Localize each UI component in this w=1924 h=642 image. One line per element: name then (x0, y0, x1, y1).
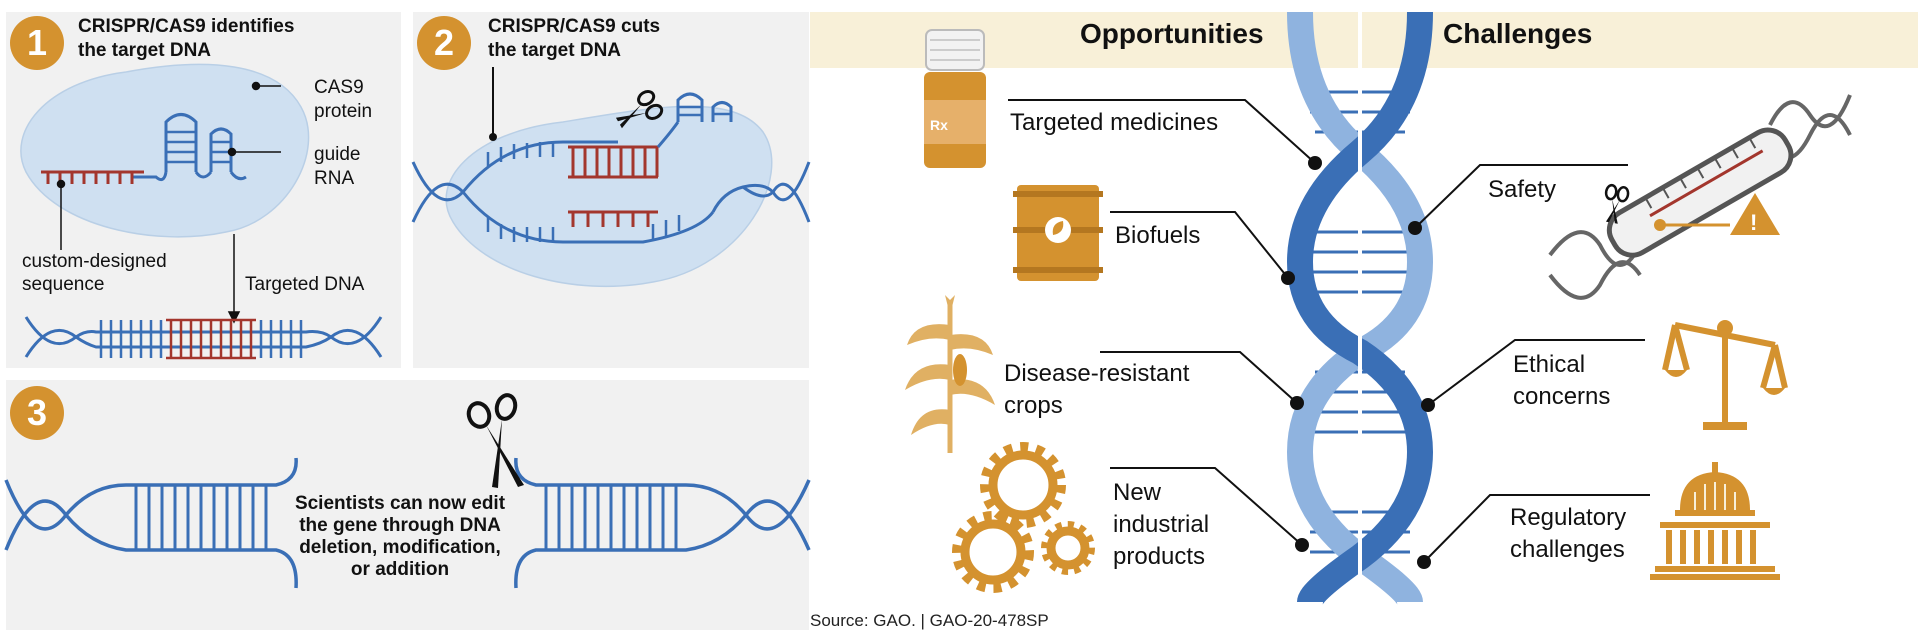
scissors-small-icon (1604, 183, 1630, 224)
cas9-protein-label-line2: protein (314, 101, 373, 122)
opportunity-industrial-line1: New (1113, 479, 1162, 506)
opportunities-header: Opportunities (1080, 18, 1264, 49)
guide-rna-label-line1: guide (314, 144, 361, 165)
step-3-badge: 3 (10, 386, 64, 440)
challenge-ethical-line2: concerns (1513, 383, 1611, 410)
guide-rna-hairpins-2 (656, 92, 733, 148)
targeted-dna-red-segment (166, 318, 256, 360)
opportunity-industrial-line3: products (1113, 543, 1206, 570)
step-2-title-line2: the target DNA (488, 40, 622, 61)
opened-dna-helix (411, 140, 811, 244)
step-1-title-line1: CRISPR/CAS9 identifies (78, 16, 295, 37)
step-1-illustration (20, 63, 383, 360)
opportunity-targeted-medicines: Targeted medicines (1010, 109, 1219, 136)
syringe-dna-icon: ! (1548, 94, 1852, 300)
guide-rna-label-line2: RNA (314, 168, 355, 189)
step-3-note-line3: deletion, modification, (299, 537, 501, 558)
barrel-icon (1013, 185, 1103, 281)
challenge-regulatory-line2: challenges (1510, 536, 1625, 563)
right-dna-fragment (514, 457, 811, 589)
guide-rna-rungs (166, 130, 231, 164)
scissors-icon-3 (466, 393, 524, 488)
custom-sequence-label-line2: sequence (22, 274, 105, 295)
step-1-badge: 1 (10, 16, 64, 70)
scissors-icon-2 (615, 90, 664, 129)
custom-sequence-red (41, 170, 144, 184)
opportunity-crops-line1: Disease-resistant (1004, 360, 1190, 387)
step-3-illustration (4, 393, 811, 589)
opportunity-crops-line2: crops (1004, 392, 1063, 419)
scales-icon (1662, 320, 1788, 430)
step-3-note-line4: or addition (350, 559, 450, 580)
step-1-title-line2: the target DNA (78, 40, 212, 61)
cas9-protein-label-line1: CAS9 (314, 77, 364, 98)
warning-symbol-icon: ! (1750, 210, 1757, 235)
targeted-dna-label: Targeted DNA (245, 274, 365, 295)
double-helix (1286, 11, 1434, 607)
bound-red-sequence (568, 145, 659, 227)
capitol-building-icon (1650, 462, 1780, 580)
step-2-badge: 2 (417, 16, 471, 70)
rx-label: Rx (930, 117, 948, 133)
opportunity-biofuels: Biofuels (1115, 222, 1201, 249)
guide-rna-hairpins (131, 113, 247, 182)
step-3-note-line2: the gene through DNA (299, 515, 501, 536)
header-band (810, 12, 1918, 68)
challenge-ethical-line1: Ethical (1513, 351, 1586, 378)
step-2-title-line1: CRISPR/CAS9 cuts (488, 16, 661, 37)
step-3-note-line1: Scientists can now edit (294, 493, 506, 514)
pill-bottle-icon: Rx (924, 29, 986, 168)
challenge-safety: Safety (1488, 176, 1557, 203)
custom-sequence-label-line1: custom-designed (22, 251, 167, 272)
source-note: Source: GAO. | GAO-20-478SP (810, 611, 1049, 630)
corn-plant-icon (905, 295, 995, 453)
left-dna-fragment (4, 457, 298, 589)
gears-icon (952, 442, 1095, 593)
step-2-illustration (411, 67, 811, 288)
challenge-regulatory-line1: Regulatory (1510, 504, 1627, 531)
helix-strand-dark (1286, 11, 1434, 607)
challenges-header: Challenges (1443, 18, 1593, 49)
opportunity-industrial-line2: industrial (1113, 511, 1210, 538)
